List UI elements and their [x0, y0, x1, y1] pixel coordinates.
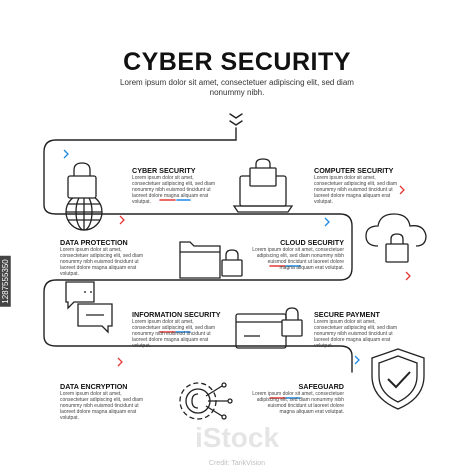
- watermark-brand: iStock: [194, 422, 280, 453]
- section-title: DATA ENCRYPTION: [60, 382, 128, 391]
- gear-circuit-icon: [179, 382, 233, 420]
- card-lock-icon: [235, 307, 303, 349]
- page-title: CYBER SECURITY: [123, 48, 351, 76]
- section-cloud-security: CLOUD SECURITY Lorem ipsum dolor sit ame…: [252, 238, 344, 271]
- chat-bubbles-icon: [65, 281, 113, 334]
- folder-lock-icon: [179, 241, 243, 279]
- section-title: CLOUD SECURITY: [280, 238, 344, 247]
- globe-lock-icon: [65, 162, 103, 231]
- section-body: Lorem ipsum dolor sit amet, consectetuer…: [132, 319, 216, 349]
- section-secure-payment: SECURE PAYMENT Lorem ipsum dolor sit ame…: [314, 310, 404, 349]
- laptop-lock-icon: [232, 158, 294, 213]
- page-subtitle: Lorem ipsum dolor sit amet, consectetuer…: [120, 78, 354, 97]
- section-title: INFORMATION SECURITY: [132, 310, 221, 319]
- section-body: Lorem ipsum dolor sit amet, consectetuer…: [132, 175, 216, 205]
- watermark-credit: Credit: TarikVision: [208, 460, 266, 467]
- section-data-encryption: DATA ENCRYPTION Lorem ipsum dolor sit am…: [60, 382, 150, 421]
- section-body: Lorem ipsum dolor sit amet, consectetuer…: [60, 247, 144, 277]
- section-title: SAFEGUARD: [298, 382, 344, 391]
- shield-check-icon: [371, 348, 425, 410]
- image-id-tag: 1287555350: [0, 250, 30, 310]
- section-body: Lorem ipsum dolor sit amet, consectetuer…: [252, 391, 344, 415]
- section-cyber-security: CYBER SECURITY Lorem ipsum dolor sit ame…: [132, 166, 222, 205]
- section-title: CYBER SECURITY: [132, 166, 196, 175]
- section-body: Lorem ipsum dolor sit amet, consectetuer…: [314, 319, 398, 349]
- section-body: Lorem ipsum dolor sit amet, consectetuer…: [252, 247, 344, 271]
- section-computer-security: COMPUTER SECURITY Lorem ipsum dolor sit …: [314, 166, 404, 205]
- section-title: SECURE PAYMENT: [314, 310, 380, 319]
- section-data-protection: DATA PROTECTION Lorem ipsum dolor sit am…: [60, 238, 150, 277]
- section-title: COMPUTER SECURITY: [314, 166, 394, 175]
- section-title: DATA PROTECTION: [60, 238, 128, 247]
- image-id: 1287555350: [0, 256, 11, 307]
- section-information-security: INFORMATION SECURITY Lorem ipsum dolor s…: [132, 310, 222, 349]
- section-safeguard: SAFEGUARD Lorem ipsum dolor sit amet, co…: [252, 382, 344, 415]
- section-body: Lorem ipsum dolor sit amet, consectetuer…: [60, 391, 144, 421]
- cloud-lock-icon: [365, 213, 427, 263]
- section-body: Lorem ipsum dolor sit amet, consectetuer…: [314, 175, 398, 205]
